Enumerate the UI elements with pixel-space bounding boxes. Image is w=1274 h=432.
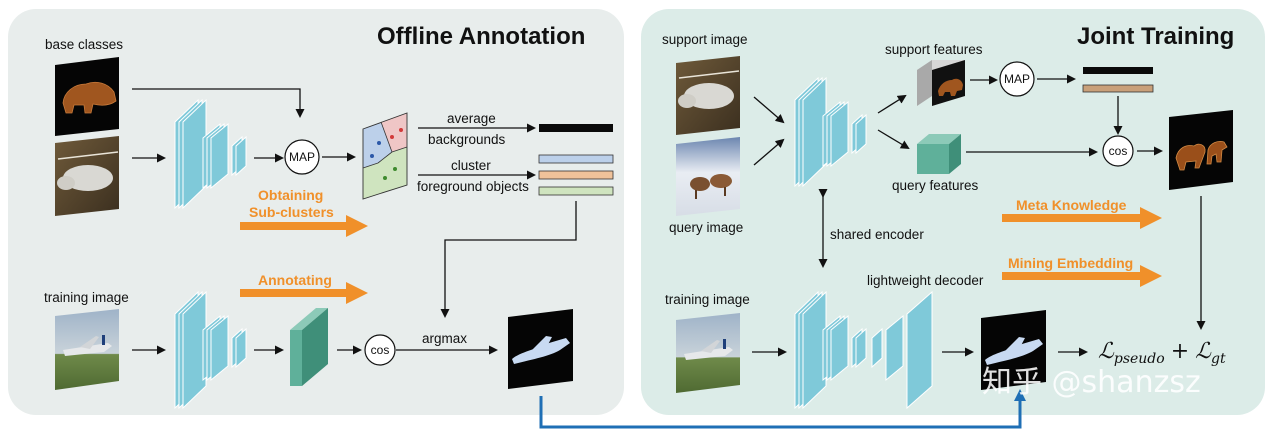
background-prototype-bar-right: [1083, 67, 1153, 74]
airplane-image-right: [676, 313, 740, 393]
average-label: average: [447, 111, 496, 126]
obtaining-sub-clusters-arrow: [240, 215, 368, 237]
mining-embedding-label: Mining Embedding: [1008, 255, 1133, 271]
map-label-right: MAP: [1004, 72, 1030, 86]
prototype-to-argmax-arrow: [440, 201, 577, 318]
training-feature-cuboid: [290, 308, 328, 386]
support-to-encoder-arrow: [753, 96, 785, 124]
query-features-label: query features: [892, 178, 979, 193]
map-label-left: MAP: [289, 150, 315, 164]
sub-clusters-label: Sub-clusters: [249, 204, 334, 220]
query-prediction-mask: [1169, 110, 1233, 190]
cluster-bar-green: [538, 186, 614, 196]
cluster-bar-blue: [538, 154, 614, 164]
meta-knowledge-arrow: [1002, 207, 1162, 229]
base-class-mask-image: [55, 57, 119, 136]
query-to-encoder-arrow: [753, 138, 785, 166]
cluster-bar-orange: [538, 170, 614, 180]
offline-annotation-panel: [8, 9, 624, 415]
encoder-stack-top: [174, 98, 247, 210]
cos-label-right: cos: [1109, 144, 1128, 158]
encoder-decoder-stack: [794, 290, 933, 410]
watermark: 知乎 @shanzsz: [982, 365, 1201, 400]
training-prediction-mask: [981, 310, 1046, 390]
loss-plus: +: [1171, 339, 1189, 364]
loss-pseudo-symbol: ℒ: [1098, 339, 1115, 364]
training-image-label-right: training image: [665, 292, 750, 307]
obtaining-label: Obtaining: [258, 187, 323, 203]
joint-training-title: Joint Training: [1077, 23, 1234, 50]
support-image-label: support image: [662, 32, 748, 47]
offline-annotation-title: Offline Annotation: [377, 23, 585, 50]
loss-gt-subscript: gt: [1211, 351, 1226, 367]
foreground-objects-label: foreground objects: [417, 179, 529, 194]
map-circle-left: MAP: [284, 139, 320, 175]
shared-encoder-label: shared encoder: [830, 227, 924, 242]
training-image-label-left: training image: [44, 290, 129, 305]
encoder-to-query-features-arrow: [877, 129, 910, 150]
sub-cluster-partition-icon: [362, 112, 408, 200]
loss-pseudo-subscript: pseudo: [1114, 351, 1165, 367]
background-prototype-bar: [539, 124, 613, 132]
airplane-image-left: [55, 309, 119, 390]
encoder-to-support-features-arrow: [877, 94, 907, 114]
cluster-label: cluster: [451, 158, 491, 173]
cos-circle-right: cos: [1102, 135, 1134, 167]
map-circle-right: MAP: [999, 61, 1035, 97]
support-features-label: support features: [885, 42, 983, 57]
mask-to-map-arrow: [132, 88, 305, 118]
support-features-cuboid: [917, 60, 965, 106]
query-features-cuboid: [917, 134, 961, 174]
support-image: [676, 56, 740, 135]
loss-formula: ℒpseudo+ℒgt: [1098, 339, 1226, 367]
pseudo-label-transfer-arrow: [539, 389, 1026, 429]
base-classes-label: base classes: [45, 37, 123, 52]
sheep-image: [55, 136, 119, 216]
annotating-arrow: [240, 282, 368, 304]
encoder-stack-bottom-left: [174, 290, 247, 410]
cos-label-left: cos: [371, 343, 390, 357]
meta-knowledge-label: Meta Knowledge: [1016, 197, 1127, 213]
cos-circle-left: cos: [364, 334, 396, 366]
argmax-label: argmax: [422, 331, 467, 346]
annotating-label: Annotating: [258, 272, 332, 288]
query-image: [676, 137, 740, 216]
mining-embedding-arrow: [1002, 265, 1162, 287]
pseudo-mask-image-left: [508, 309, 573, 389]
query-image-label: query image: [669, 220, 743, 235]
loss-gt-symbol: ℒ: [1195, 339, 1212, 364]
lightweight-decoder-label: lightweight decoder: [867, 273, 984, 288]
foreground-prototype-bar-right: [1082, 84, 1154, 93]
shared-encoder-stack-top: [794, 76, 867, 188]
backgrounds-label: backgrounds: [428, 132, 506, 147]
